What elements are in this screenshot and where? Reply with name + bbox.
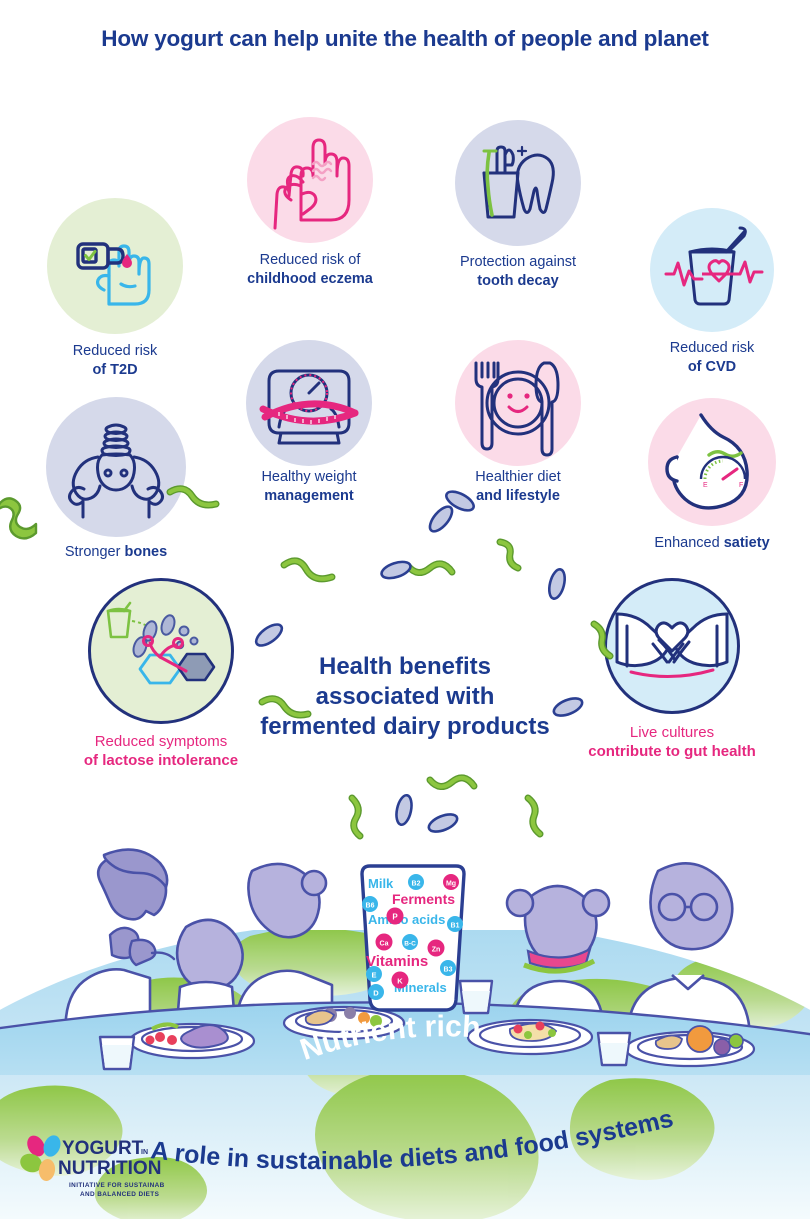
logo-word-in: IN — [141, 1149, 148, 1156]
yogurt-pot-nutrients: Milk Ferments Amino acids Vitamins Miner… — [360, 864, 466, 1012]
page-title: How yogurt can help unite the health of … — [101, 26, 709, 51]
svg-text:E: E — [371, 971, 376, 980]
logo-tagline-2: AND BALANCED DIETS — [80, 1191, 160, 1198]
pot-badges: B2 Mg B6 P B1 Ca B-C Zn B3 E K D — [362, 874, 463, 1000]
svg-text:B-C: B-C — [404, 941, 416, 948]
benefit-bones-label: Stronger bones — [64, 544, 168, 560]
weight-scale-icon — [246, 340, 372, 466]
svg-text:E: E — [703, 482, 708, 489]
center-heading: Health benefits associated with fermente… — [260, 653, 550, 741]
logo-petals — [20, 1135, 61, 1181]
benefit-satiety[interactable]: E F Enhanced satiety — [648, 398, 776, 551]
benefit-bones[interactable]: Stronger bones — [46, 397, 186, 560]
svg-text:B6: B6 — [366, 903, 375, 910]
stomach-gauge-icon: E F — [648, 398, 776, 526]
glucose-meter-icon — [47, 198, 183, 334]
svg-text:B2: B2 — [412, 881, 421, 888]
yogurt-heartbeat-icon — [650, 208, 774, 332]
svg-text:F: F — [739, 482, 743, 489]
benefit-satiety-label: Enhanced satiety — [654, 535, 770, 551]
family-table-scene — [0, 848, 810, 1075]
svg-text:D: D — [373, 989, 379, 998]
yogurt-in-nutrition-logo[interactable]: YOGURT IN NUTRITION INITIATIVE FOR SUSTA… — [14, 1130, 174, 1202]
svg-text:P: P — [392, 913, 398, 922]
pelvis-bone-icon — [46, 397, 186, 537]
pot-word-vitamins: Vitamins — [366, 953, 428, 970]
logo-tagline-1: INITIATIVE FOR SUSTAINABLE — [69, 1182, 164, 1189]
pot-word-milk: Milk — [368, 876, 394, 891]
toothbrush-tooth-icon — [455, 120, 581, 246]
svg-text:B1: B1 — [451, 923, 460, 930]
pot-word-ferments: Ferments — [392, 891, 455, 907]
logo-word-nutrition: NUTRITION — [58, 1158, 161, 1179]
svg-text:Zn: Zn — [432, 947, 441, 954]
hands-heart-belly-icon — [604, 578, 740, 714]
svg-text:K: K — [397, 977, 403, 986]
logo-word-yogurt: YOGURT — [62, 1138, 144, 1159]
pot-word-amino: Amino acids — [368, 912, 445, 927]
svg-text:Ca: Ca — [380, 941, 389, 948]
scratching-hands-icon — [247, 117, 373, 243]
smiling-plate-icon — [455, 340, 581, 466]
svg-text:B3: B3 — [444, 967, 453, 974]
bacteria-cluster — [0, 485, 614, 840]
lactase-enzyme-icon — [88, 578, 234, 724]
svg-text:Mg: Mg — [446, 881, 456, 888]
